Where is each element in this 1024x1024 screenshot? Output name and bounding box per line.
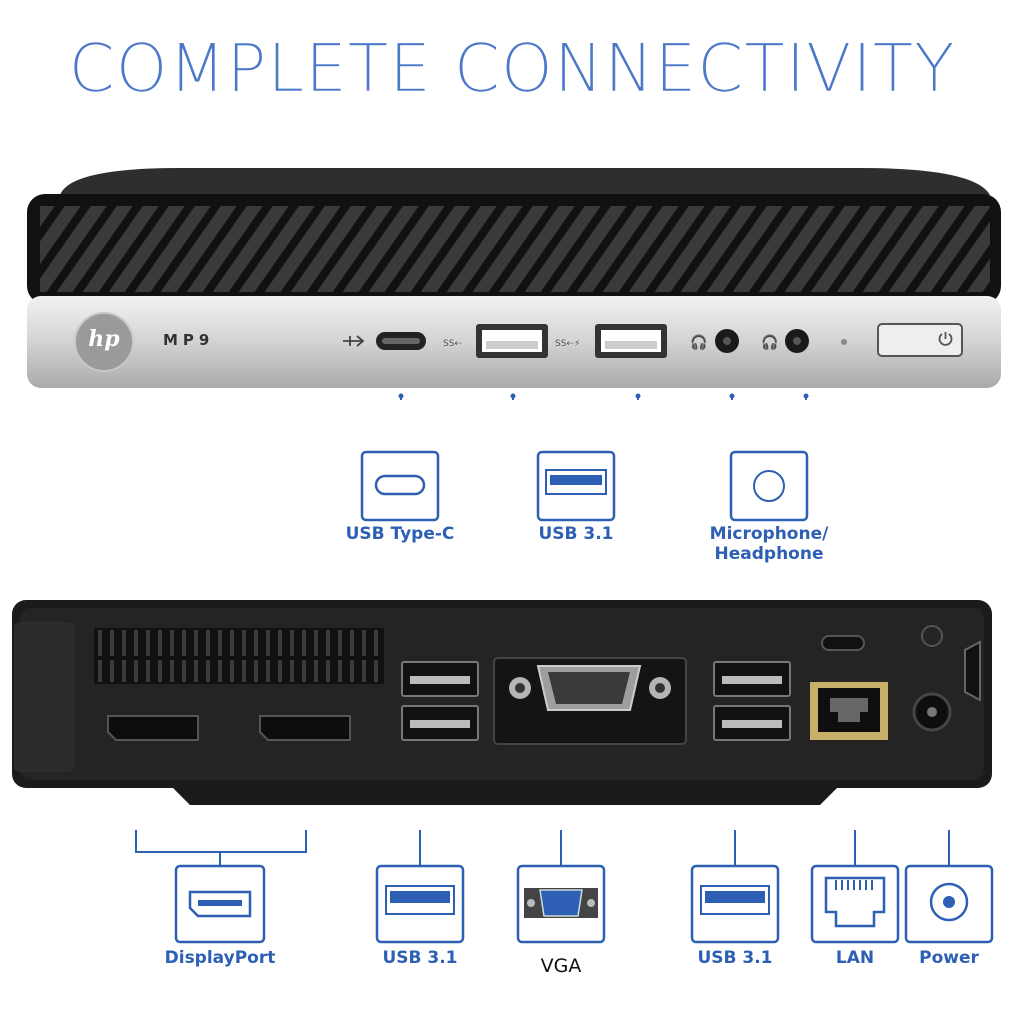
usb-3-1-front-label: USB 3.1 (538, 524, 614, 544)
headset-jack-icon: 🎧 (761, 329, 809, 353)
svg-text:🎧: 🎧 (761, 334, 778, 351)
vga-port-icon (493, 657, 687, 745)
usb-3-1-icon (690, 864, 780, 944)
usb-3-1-icon (375, 864, 465, 944)
displayport-icon (174, 864, 266, 944)
usb-a-port-icon (713, 661, 791, 741)
power-icon (904, 864, 994, 944)
usb-3-1-icon (536, 450, 616, 522)
front-port-icons (360, 450, 809, 522)
power-jack-icon (912, 692, 952, 732)
usb-type-c-label: USB Type-C (345, 524, 455, 544)
power-button-icon (877, 323, 963, 357)
microphone-headphone-label: Microphone/ Headphone (709, 524, 829, 564)
vga-label: VGA (540, 955, 582, 977)
usb-3-1-rear-right-label: USB 3.1 (697, 948, 773, 968)
hp-logo-icon (74, 312, 134, 372)
audio-jack-icon (729, 450, 809, 522)
lan-label: LAN (835, 948, 875, 968)
usb-c-port-icon (343, 332, 426, 350)
rear-panel (12, 600, 992, 805)
usb-a-port-icon: SS⇠⚡ (555, 324, 667, 358)
lan-icon (810, 864, 900, 944)
svg-text:SS⇠⚡: SS⇠⚡ (555, 339, 580, 349)
headphone-jack-icon: 🎧 (690, 329, 739, 353)
hp-logo-text: hp (88, 326, 120, 352)
usb-a-port-icon (401, 661, 479, 741)
vga-icon (516, 864, 606, 944)
svg-text:SS⇠: SS⇠ (443, 339, 462, 349)
displayport-port-icon (107, 715, 199, 741)
displayport-label: DisplayPort (164, 948, 276, 968)
page-title: COMPLETE CONNECTIVITY (68, 30, 956, 108)
power-label: Power (919, 948, 979, 968)
usb-type-c-icon (360, 450, 440, 522)
svg-text:🎧: 🎧 (690, 334, 707, 351)
rear-port-icons (135, 830, 994, 944)
lan-port-icon (810, 682, 888, 740)
front-panel: SS⇠ SS⇠⚡ 🎧 🎧 (27, 168, 1001, 400)
usb-a-port-icon: SS⇠ (443, 324, 548, 358)
usb-3-1-rear-left-label: USB 3.1 (382, 948, 458, 968)
model-name: MP9 (163, 331, 215, 349)
displayport-port-icon (259, 715, 351, 741)
